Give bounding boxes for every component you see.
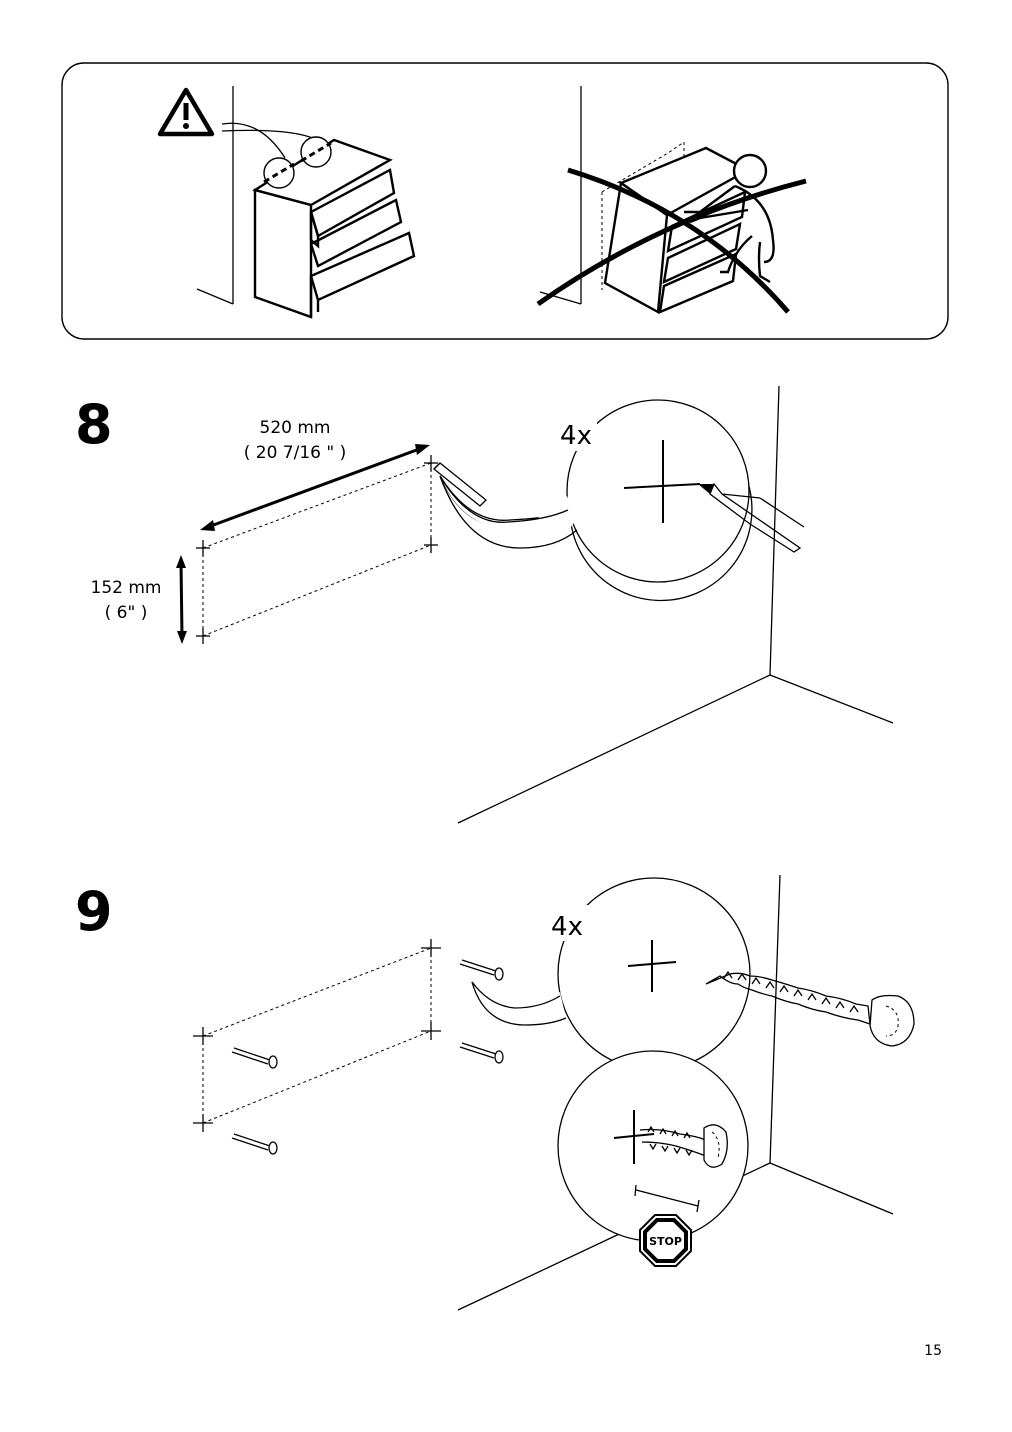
- detail-callout-step-9: 4x: [471, 877, 915, 1071]
- page-number: 15: [924, 1343, 942, 1359]
- cross-mark: [421, 1022, 441, 1040]
- screw-icon: [459, 959, 504, 981]
- anchored-chest-figure: [196, 86, 416, 319]
- detail-callout-step-8: 4x: [439, 399, 805, 602]
- width-dimension-arrow: [200, 444, 430, 531]
- step-9-number: 9: [75, 880, 113, 943]
- step-9: 9 4x: [75, 874, 915, 1311]
- cross-mark: [193, 1027, 213, 1045]
- warning-triangle-icon: [157, 87, 215, 137]
- pencil-icon: [698, 482, 805, 553]
- screw-icon: [231, 1133, 278, 1155]
- pencil-icon: [433, 462, 487, 507]
- screw-icon: [459, 1042, 504, 1064]
- screw-rectangle: [193, 939, 504, 1155]
- tipping-chest-crossed-out-figure: [536, 86, 807, 314]
- cross-mark: [421, 939, 441, 957]
- marking-rectangle: [196, 455, 438, 644]
- quantity-label: 4x: [551, 912, 583, 942]
- screw-icon: [231, 1047, 278, 1069]
- stop-label: STOP: [649, 1235, 682, 1248]
- step-8-number: 8: [75, 393, 113, 456]
- quantity-label: 4x: [560, 421, 592, 451]
- cross-mark: [424, 455, 438, 471]
- cross-mark: [424, 537, 438, 553]
- height-metric-label: 152 mm: [91, 578, 162, 598]
- cross-mark: [193, 1114, 213, 1132]
- warning-panel: [61, 62, 949, 340]
- cross-mark: [196, 628, 210, 644]
- step-8: 8 520 mm ( 20 7/16 " ) 152 mm ( 6" ): [75, 385, 894, 824]
- stop-sign-icon: STOP: [639, 1214, 692, 1267]
- cross-mark: [196, 540, 210, 556]
- height-dimension-arrow: [176, 555, 187, 644]
- height-imperial-label: ( 6" ): [105, 603, 148, 623]
- stop-detail-callout: STOP: [557, 1050, 749, 1267]
- width-metric-label: 520 mm: [260, 418, 331, 438]
- screw-large-icon: [705, 970, 915, 1047]
- warning-panel-frame: [61, 62, 949, 340]
- gap-dimension: [634, 1184, 700, 1213]
- screw-seated-icon: [639, 1124, 728, 1168]
- width-imperial-label: ( 20 7/16 " ): [244, 443, 347, 463]
